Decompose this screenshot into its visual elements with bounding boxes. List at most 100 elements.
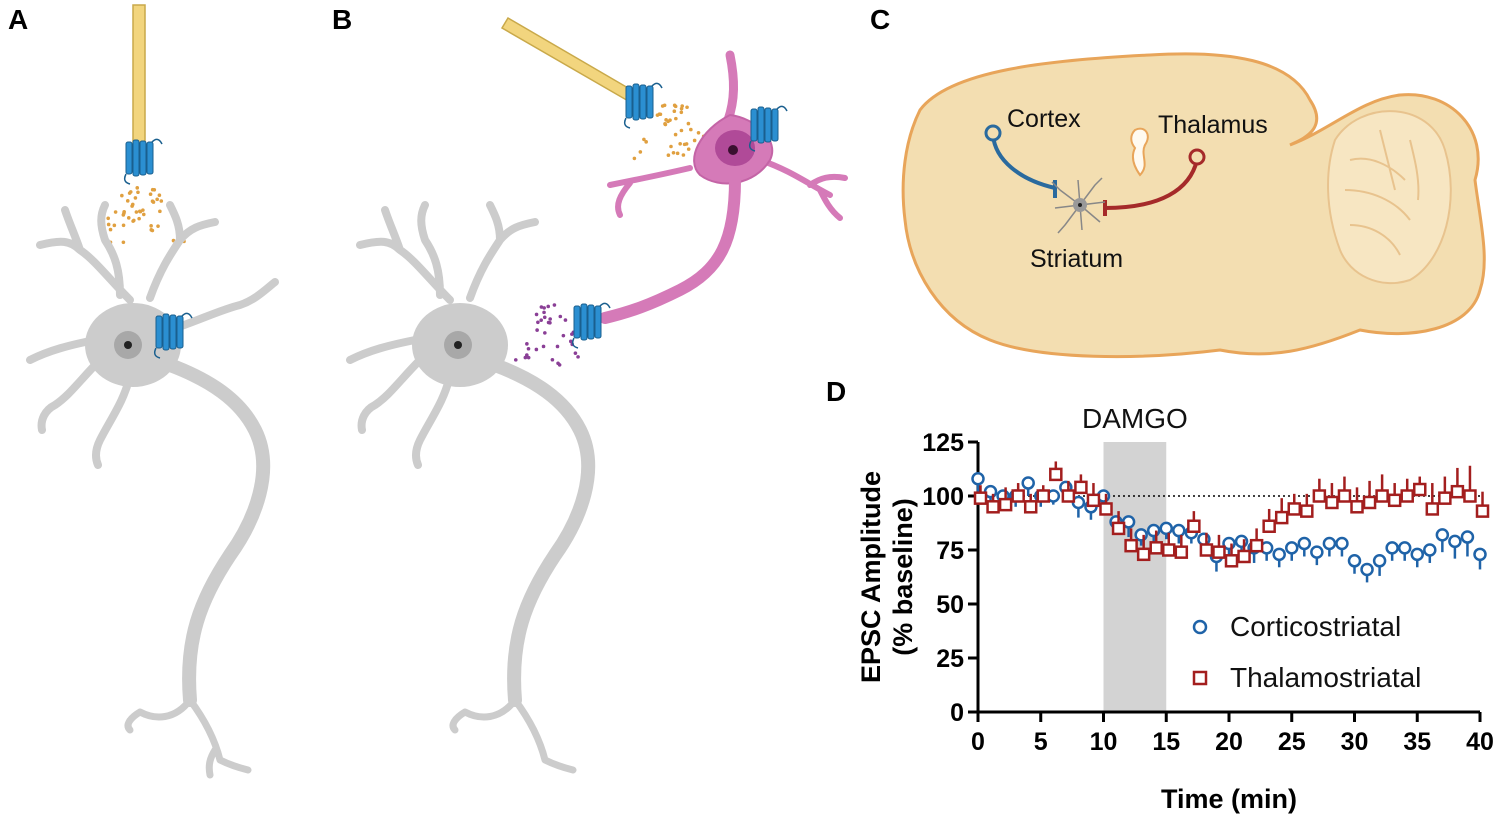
x-tick-label: 30 <box>1341 728 1369 756</box>
ligand-dot <box>642 137 646 142</box>
ligand-dot <box>675 151 680 156</box>
data-point-thalamostriatal <box>1438 491 1452 505</box>
data-point-thalamostriatal <box>1086 493 1101 508</box>
data-point-thalamostriatal <box>1387 493 1402 508</box>
ligand-dots-b1 <box>632 103 708 161</box>
ligand-dot <box>125 199 130 203</box>
ligand-dot <box>126 216 131 220</box>
pipette-a <box>132 4 146 146</box>
ligand-dot <box>558 314 563 319</box>
ligand-dot <box>136 190 140 195</box>
data-point-corticostriatal <box>1372 554 1387 568</box>
ligand-dot <box>555 344 560 349</box>
x-tick-label: 5 <box>1034 728 1048 756</box>
receptor-icon <box>123 138 163 185</box>
ligand-dot <box>112 223 117 228</box>
ligand-dot <box>534 347 539 352</box>
data-point-thalamostriatal <box>1074 480 1088 495</box>
ligand-dot <box>535 328 539 332</box>
ligand-dot <box>135 186 140 190</box>
data-point-thalamostriatal <box>1475 504 1490 518</box>
ligand-dot <box>536 320 540 325</box>
data-point-corticostriatal <box>1473 547 1487 562</box>
data-point-corticostriatal <box>1234 534 1249 549</box>
ligand-dot <box>133 196 138 200</box>
data-point-corticostriatal <box>1460 530 1475 544</box>
ligand-dot <box>542 306 546 310</box>
x-tick-label: 0 <box>971 728 985 756</box>
y-tick-label: 25 <box>936 645 964 673</box>
data-point-thalamostriatal <box>1400 489 1414 503</box>
data-point-corticostriatal <box>1297 536 1312 551</box>
ligand-dot <box>158 209 162 214</box>
striatal-neuron-icon <box>1051 177 1106 234</box>
cerebellum <box>1327 110 1452 285</box>
ligand-dot <box>666 119 670 124</box>
data-point-corticostriatal <box>1310 545 1324 559</box>
drug-annotation: DAMGO <box>1082 403 1188 434</box>
thalamus-label: Thalamus <box>1158 111 1268 139</box>
ligand-dot <box>696 130 701 135</box>
data-point-thalamostriatal <box>986 500 1000 514</box>
ligand-dot <box>568 339 573 344</box>
ligand-dot <box>658 112 663 117</box>
ligand-dot <box>660 104 665 108</box>
striatum-label: Striatum <box>1030 245 1123 273</box>
ligand-dot <box>148 192 153 197</box>
data-point-corticostriatal <box>1423 543 1437 557</box>
ligand-dot <box>632 156 637 161</box>
data-point-corticostriatal <box>1397 541 1412 555</box>
ligand-dot <box>692 138 697 143</box>
data-point-corticostriatal <box>1197 532 1211 546</box>
ligand-dot <box>671 150 676 155</box>
drug-window-shade <box>1103 442 1167 712</box>
ligand-dot <box>150 199 155 204</box>
data-point-corticostriatal <box>1272 547 1286 562</box>
ligand-dot <box>673 132 678 137</box>
data-point-corticostriatal <box>1435 528 1450 542</box>
legend-marker <box>1192 670 1208 686</box>
data-point-thalamostriatal <box>1249 538 1264 553</box>
data-point-thalamostriatal <box>1325 495 1339 510</box>
ligand-dot <box>546 320 551 325</box>
ligand-dot <box>526 346 531 351</box>
data-point-corticostriatal <box>1285 541 1299 555</box>
ligand-dot <box>685 105 689 110</box>
ligand-dot <box>672 109 677 114</box>
cortex-pathway <box>991 134 1056 190</box>
ligand-dot <box>131 219 135 223</box>
data-point-corticostriatal <box>1410 547 1424 562</box>
data-point-corticostriatal <box>1146 523 1161 538</box>
data-point-thalamostriatal <box>1274 510 1289 525</box>
thalamus-pathway <box>1104 159 1199 210</box>
data-point-thalamostriatal <box>1111 521 1126 536</box>
ligand-dot <box>149 228 154 232</box>
thalamus-soma-icon <box>1188 148 1206 166</box>
data-point-corticostriatal <box>1134 528 1148 542</box>
data-point-thalamostriatal <box>1362 495 1377 510</box>
ligand-dot <box>106 222 111 227</box>
ligand-dot <box>121 240 126 245</box>
ligand-dots-b2 <box>513 303 580 367</box>
ligand-dot <box>159 199 164 203</box>
y-axis-label: EPSC Amplitude <box>856 471 886 683</box>
data-point-thalamostriatal <box>1224 554 1239 568</box>
ligand-dot <box>541 344 546 349</box>
ligand-dot <box>669 144 673 149</box>
ligand-dot <box>638 150 643 154</box>
y-tick-label: 125 <box>922 429 964 457</box>
ligand-dot <box>525 342 529 346</box>
ligand-dot <box>120 193 124 198</box>
panel-b-illustration <box>346 16 848 774</box>
data-point-thalamostriatal <box>1124 538 1138 553</box>
receptor-icon <box>623 82 663 129</box>
ligand-dot <box>106 216 111 221</box>
y-tick-label: 75 <box>936 537 964 565</box>
y-tick-label: 0 <box>950 699 964 727</box>
ligand-dot <box>543 331 547 335</box>
data-point-thalamostriatal <box>1425 502 1440 516</box>
data-point-thalamostriatal <box>1337 489 1352 503</box>
x-tick-label: 20 <box>1215 728 1243 756</box>
